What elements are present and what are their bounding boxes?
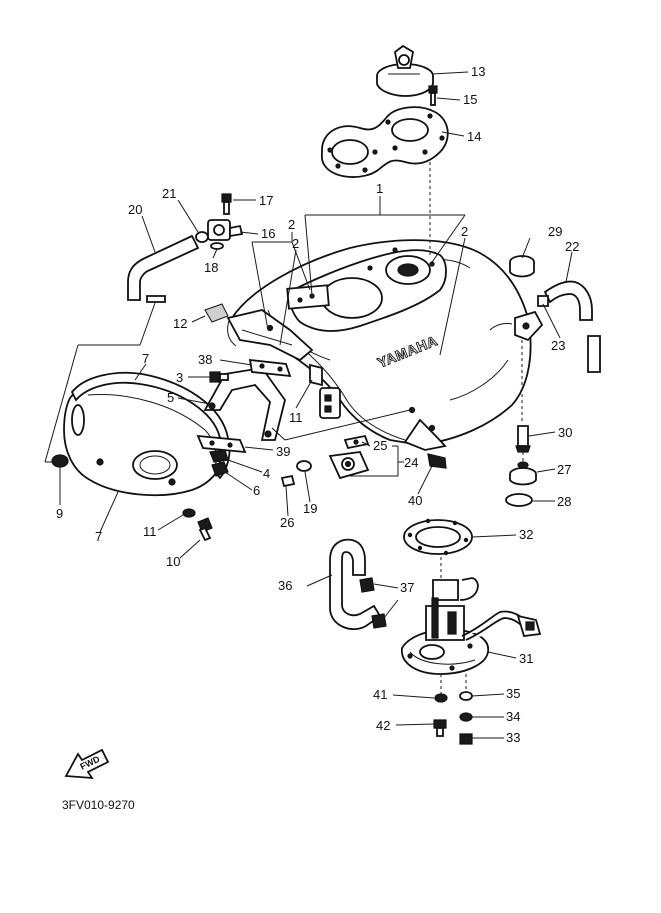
callout-39: 38: [198, 352, 212, 367]
hose-clip-right: [537, 295, 549, 307]
damper-bolt-right: [515, 425, 531, 453]
callout-32: 31: [519, 651, 533, 666]
callout-28: 27: [557, 462, 571, 477]
callout-5: 5: [167, 390, 174, 405]
pump-bolt-right: [459, 733, 473, 745]
forward-arrow-icon: FWD: [64, 748, 110, 780]
callout-15: 14: [467, 129, 481, 144]
callout-33: 32: [519, 527, 533, 542]
callout-11: 11: [143, 524, 157, 539]
bracket-plate-lower: [196, 434, 247, 454]
callout-2-left: 2: [288, 217, 295, 232]
hose-clamp-upper: [359, 577, 375, 593]
callout-30: 29: [548, 224, 562, 239]
sender-o-ring: [210, 242, 224, 250]
tank-rear-mount: [514, 310, 544, 342]
callout-26: 25: [373, 438, 387, 453]
callout-35: 34: [506, 709, 520, 724]
callout-13: 12: [173, 316, 187, 331]
mount-bracket: [203, 367, 286, 441]
callout-21: 20: [128, 202, 142, 217]
callout-29: 28: [557, 494, 571, 509]
callout-9: 9: [56, 506, 63, 521]
fuel-cap: [376, 44, 434, 97]
tank-petcock-port: [319, 387, 341, 419]
callout-6: 6: [253, 483, 260, 498]
callout-24: 23: [551, 338, 565, 353]
damper-washer-right: [505, 493, 533, 507]
callout-16: 15: [463, 92, 477, 107]
bracket-nut: [211, 461, 229, 477]
fuel-sender-unit: [207, 219, 244, 241]
fuel-cock: [328, 451, 370, 480]
bracket-plate-upper: [248, 358, 292, 378]
callout-7: 7: [95, 529, 102, 544]
pump-washer-left: [434, 693, 448, 703]
callout-14: 13: [471, 64, 485, 79]
callout-25: 24: [404, 455, 418, 470]
callout-22: 21: [162, 186, 176, 201]
cock-washer: [296, 460, 312, 472]
callout-23: 22: [565, 239, 579, 254]
callout-43: 42: [376, 718, 390, 733]
hose-clip-left: [195, 231, 209, 243]
rear-damper: [509, 255, 535, 278]
callout-2-mid: 2: [292, 236, 299, 251]
cock-screw: [280, 474, 296, 488]
callout-3: 3: [176, 370, 183, 385]
callout-31: 30: [558, 425, 572, 440]
breather-hose-left: [127, 234, 200, 303]
grommet-left: [51, 454, 69, 468]
tank-clip: [309, 363, 323, 387]
callout-4: 4: [263, 466, 270, 481]
hose-clamp-lower: [371, 613, 387, 629]
callout-20: 19: [303, 501, 317, 516]
callout-41: 40: [408, 493, 422, 508]
cover-bolt: [197, 517, 213, 542]
diagram-code: 3FV010-9270: [62, 798, 135, 812]
callout-10: 10: [166, 554, 180, 569]
callout-37: 36: [278, 578, 292, 593]
pump-nut-right: [459, 712, 473, 722]
sender-screw: [221, 193, 232, 215]
callout-labels: 13 15 14 1 2 2 2 17 21 20 16 18 29 22 23…: [56, 64, 579, 745]
pump-gasket: [403, 518, 473, 556]
callout-12: 11: [289, 410, 303, 425]
callout-17: 16: [261, 226, 275, 241]
tank-underside-flange: [403, 406, 447, 451]
pump-washer-right: [459, 691, 473, 701]
fuel-cock-gasket: [343, 434, 370, 450]
callout-38: 37: [400, 580, 414, 595]
tank-filler-plate: [286, 247, 447, 332]
fuel-filter-small: [427, 453, 447, 469]
pump-wire-connector: [461, 610, 542, 641]
callout-27: 26: [280, 515, 294, 530]
callout-18: 17: [259, 193, 273, 208]
bracket-bolt-upper: [209, 371, 229, 383]
callout-1: 1: [376, 181, 383, 196]
bracket-collar: [209, 449, 229, 463]
damper-collar-right: [509, 461, 537, 486]
breather-hose-right: [543, 280, 601, 373]
cap-bolt: [428, 85, 438, 106]
callout-19: 18: [204, 260, 218, 275]
fuel-hose: [329, 538, 382, 630]
leader-lines: [44, 71, 573, 739]
damper-pad: [204, 303, 229, 323]
cover-washer: [182, 508, 196, 518]
pump-bolt-left: [433, 719, 447, 737]
callout-34: 33: [506, 730, 520, 745]
tank-side-bracket: [226, 309, 314, 362]
callout-36: 35: [506, 686, 520, 701]
callout-2-right: 2: [461, 224, 468, 239]
fuel-pump-assembly: [401, 577, 490, 675]
cap-gasket-plate: [320, 106, 449, 178]
callout-40: 39: [276, 444, 290, 459]
callout-42: 41: [373, 687, 387, 702]
callout-8: 7: [142, 351, 149, 366]
